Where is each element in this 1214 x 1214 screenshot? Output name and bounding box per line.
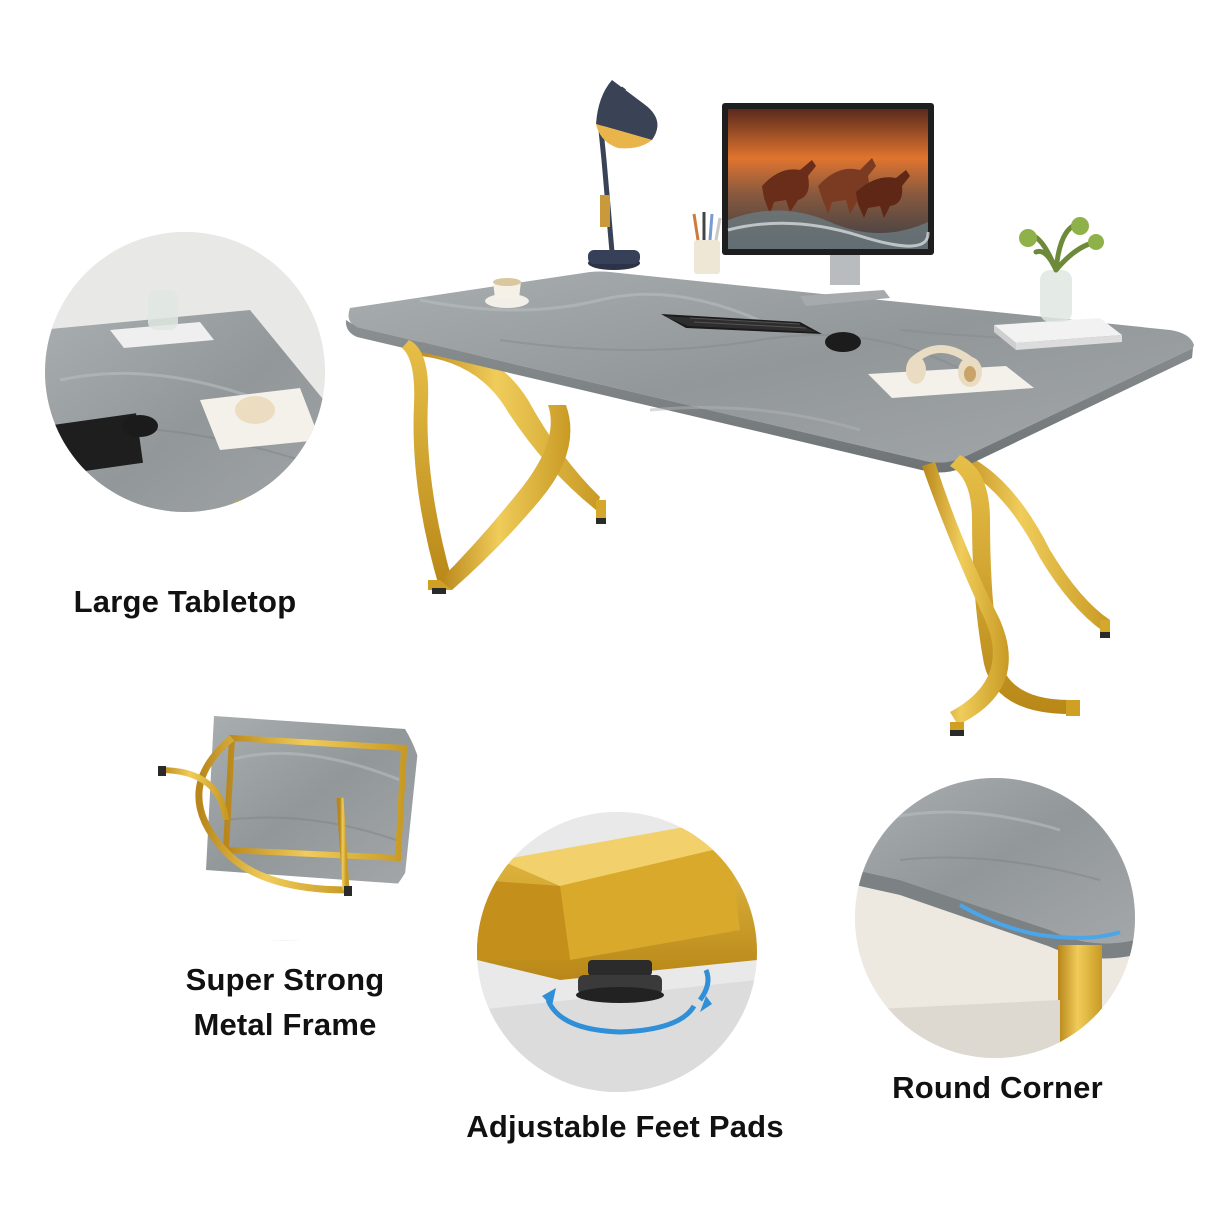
feature-label-metal-frame: Super Strong Metal Frame xyxy=(150,958,420,1048)
detail-circle-tabletop xyxy=(45,232,325,512)
monitor xyxy=(722,103,934,306)
detail-circle-corner xyxy=(855,778,1135,1058)
desk-lamp xyxy=(588,80,658,270)
back-right-leg xyxy=(948,450,1110,638)
front-left-leg xyxy=(402,340,571,594)
feature-label-adjustable-feet-pads: Adjustable Feet Pads xyxy=(420,1105,830,1150)
detail-circle-feet xyxy=(477,812,757,1092)
feature-label-text: Adjustable Feet Pads xyxy=(466,1109,784,1144)
feature-label-text: Large Tabletop xyxy=(73,584,297,619)
keyboard xyxy=(661,314,822,334)
pencil-cup xyxy=(692,212,722,274)
magazine-with-headphones xyxy=(868,345,1034,398)
feature-label-text: Round Corner xyxy=(892,1070,1103,1105)
feature-label-round-corner: Round Corner xyxy=(845,1066,1150,1111)
front-right-leg xyxy=(922,455,1080,736)
detail-circle-frame xyxy=(145,661,425,941)
feature-label-line: Super Strong xyxy=(185,962,385,997)
mouse xyxy=(825,332,861,352)
feature-label-large-tabletop: Large Tabletop xyxy=(30,580,340,625)
desk-main xyxy=(345,80,1194,736)
feature-label-line: Metal Frame xyxy=(193,1006,377,1042)
books-with-plant xyxy=(994,217,1122,350)
coffee-cup xyxy=(485,278,529,308)
